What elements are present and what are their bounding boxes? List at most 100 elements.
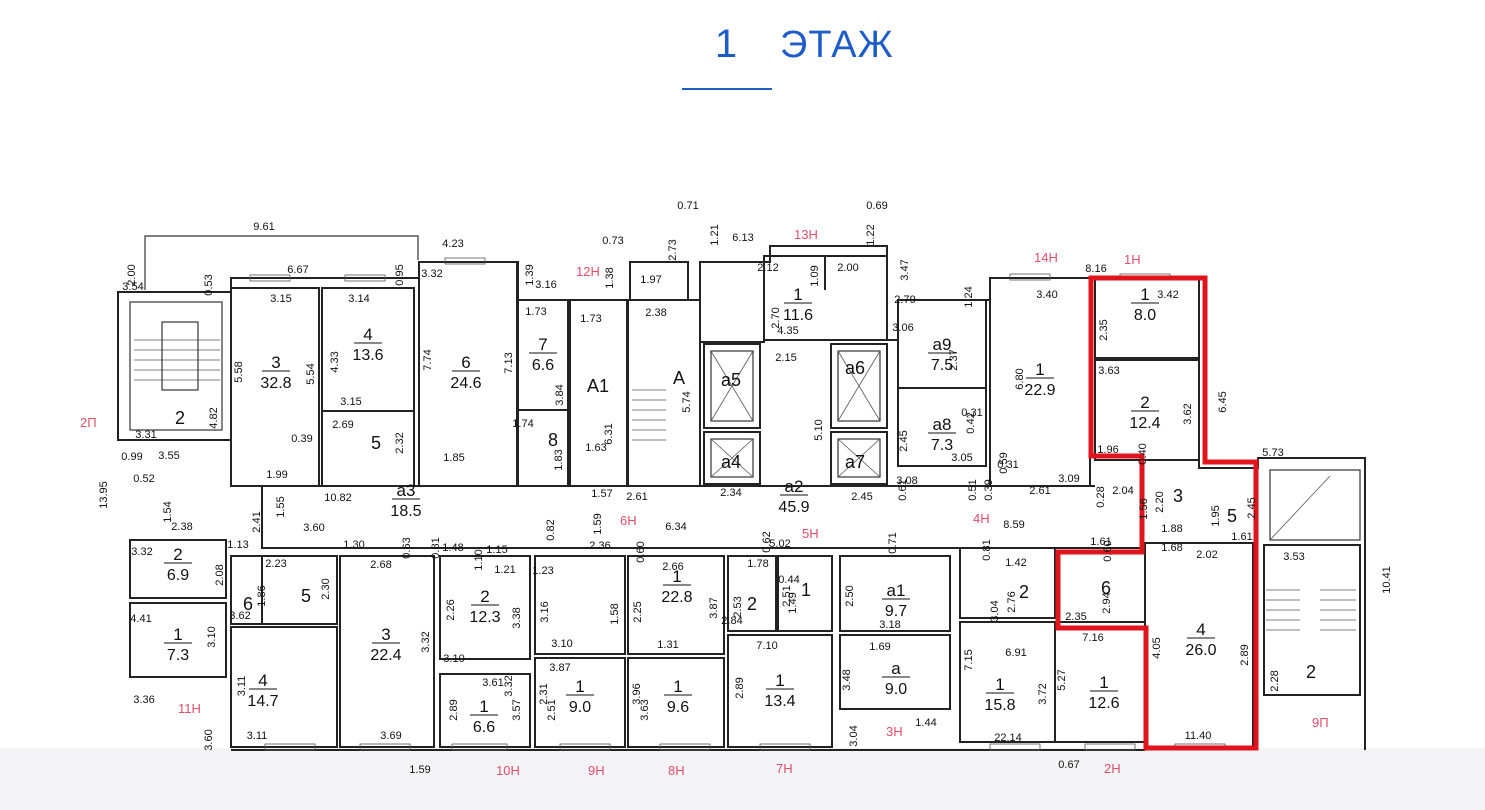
dimension-label: 2.79 (894, 294, 915, 306)
entrance-14n: 14Н (1034, 250, 1058, 265)
dimension-label: 1.22 (865, 224, 877, 245)
dimension-label: 2.89 (1239, 644, 1251, 665)
room-h3: 3 (1173, 486, 1183, 506)
entrance-12n: 12Н (576, 264, 600, 279)
scan-band (0, 748, 1485, 810)
room-number: 1 (479, 697, 488, 716)
room-m1: 122.8 (661, 567, 692, 606)
dimension-label: 2.15 (775, 352, 796, 364)
dimension-label: 1.86 (256, 585, 268, 606)
dimension-label: 3.57 (511, 699, 523, 720)
dimension-label: 2.37 (948, 349, 960, 370)
room-t1: 112.6 (1088, 673, 1119, 712)
dimension-label: 1.61 (1231, 531, 1252, 543)
room-s1: 115.8 (984, 675, 1015, 714)
dimension-label: 3.32 (503, 675, 515, 696)
dimension-label: 3.48 (841, 669, 853, 690)
dimension-label: 1.21 (494, 564, 515, 576)
dimension-label: 5.58 (233, 361, 245, 382)
dimension-label: 3.31 (135, 429, 156, 441)
dimension-label: 2.32 (394, 432, 406, 453)
room-b3: 322.4 (370, 625, 401, 664)
dimension-label: 1.55 (275, 496, 287, 517)
dimension-label: 0.40 (1137, 443, 1149, 464)
room-number: 5 (371, 433, 381, 453)
dimension-label: 2.38 (171, 521, 192, 533)
dimension-label: 8.59 (1003, 519, 1024, 531)
dimension-label: 3.32 (420, 631, 432, 652)
room-number: а1 (887, 581, 906, 600)
dimension-label: 3.47 (899, 259, 911, 280)
highlight-boundary (1055, 275, 1259, 751)
room-number: 5 (1227, 506, 1237, 526)
dimension-label: 1.61 (1090, 536, 1111, 548)
room-area: 9.6 (667, 699, 689, 716)
room-h6: 6 (1101, 578, 1111, 598)
dimension-label: 3.08 (896, 475, 917, 487)
dimension-label: 1.95 (1210, 505, 1222, 526)
room-k1: 16.6 (470, 697, 498, 736)
room-number: 2 (480, 587, 489, 606)
dimension-label: 5.02 (769, 538, 790, 550)
dimension-label: 3.05 (951, 452, 972, 464)
floor-number: 1 (714, 22, 738, 66)
dimension-label: 8.16 (1085, 263, 1106, 275)
entrance-2p: 2П (80, 415, 97, 430)
dimension-label: 2.84 (721, 615, 742, 627)
room-h1: 18.0 (1131, 285, 1159, 324)
dimension-label: 6.13 (732, 232, 753, 244)
dimension-label: 3.32 (131, 546, 152, 558)
dimension-label: 13.95 (98, 481, 110, 509)
room-k2: 212.3 (469, 587, 500, 626)
room-area: 14.7 (247, 693, 278, 710)
dimension-label: 3.15 (340, 396, 361, 408)
dimension-label: 4.33 (329, 351, 341, 372)
room-area: 22.4 (370, 647, 401, 664)
room-number: 6 (1101, 578, 1111, 598)
dimension-label: 3.10 (206, 626, 218, 647)
stair-a (632, 389, 666, 441)
dimension-label: 2.04 (1112, 485, 1133, 497)
room-number: 7 (538, 335, 547, 354)
room-l4: 413.6 (352, 325, 383, 364)
room-rs2: 2 (1306, 662, 1316, 682)
dimension-label: 2.23 (265, 558, 286, 570)
dimension-label: 2.69 (332, 419, 353, 431)
dimension-label: 2.26 (445, 599, 457, 620)
dimension-label: 0.71 (677, 200, 698, 212)
dimension-label: 4.35 (777, 325, 798, 337)
room-number: 1 (1035, 360, 1044, 379)
dimension-label: 2.51 (546, 699, 558, 720)
room-area: 18.5 (390, 503, 421, 520)
dimension-label: 2.34 (720, 487, 741, 499)
dimension-label: 0.31 (997, 459, 1018, 471)
room-number: а3 (397, 481, 416, 500)
room-l7: 76.6 (529, 335, 557, 374)
room-area: 11.6 (783, 307, 813, 324)
room-area: 15.8 (984, 697, 1015, 714)
room-number: 4 (1196, 620, 1205, 639)
room-a4: а4 (721, 452, 741, 472)
dimension-label: 4.82 (208, 407, 220, 428)
dimension-label: 2.36 (589, 540, 610, 552)
dimension-label: 0.31 (961, 407, 982, 419)
dimension-label: 3.15 (270, 293, 291, 305)
dimension-label: 7.10 (756, 640, 777, 652)
room-area: 26.0 (1185, 642, 1216, 659)
room-a6: а6 (845, 358, 865, 378)
room-area: 12.6 (1088, 695, 1119, 712)
dimension-label: 5.10 (813, 419, 825, 440)
dimension-label: 1.99 (266, 469, 287, 481)
room-area: 13.4 (764, 693, 795, 710)
room-area: 32.8 (260, 375, 291, 392)
dimension-label: 2.61 (626, 491, 647, 503)
room-area: 9.0 (569, 699, 591, 716)
dimension-label: 3.09 (1058, 473, 1079, 485)
dimension-label: 0.39 (291, 433, 312, 445)
dimension-label: 2.70 (770, 307, 782, 328)
dimension-label: 1.97 (640, 274, 661, 286)
dimension-label: 4.05 (1151, 637, 1163, 658)
room-number: 3 (271, 353, 280, 372)
entrance-9n: 9Н (588, 763, 605, 778)
